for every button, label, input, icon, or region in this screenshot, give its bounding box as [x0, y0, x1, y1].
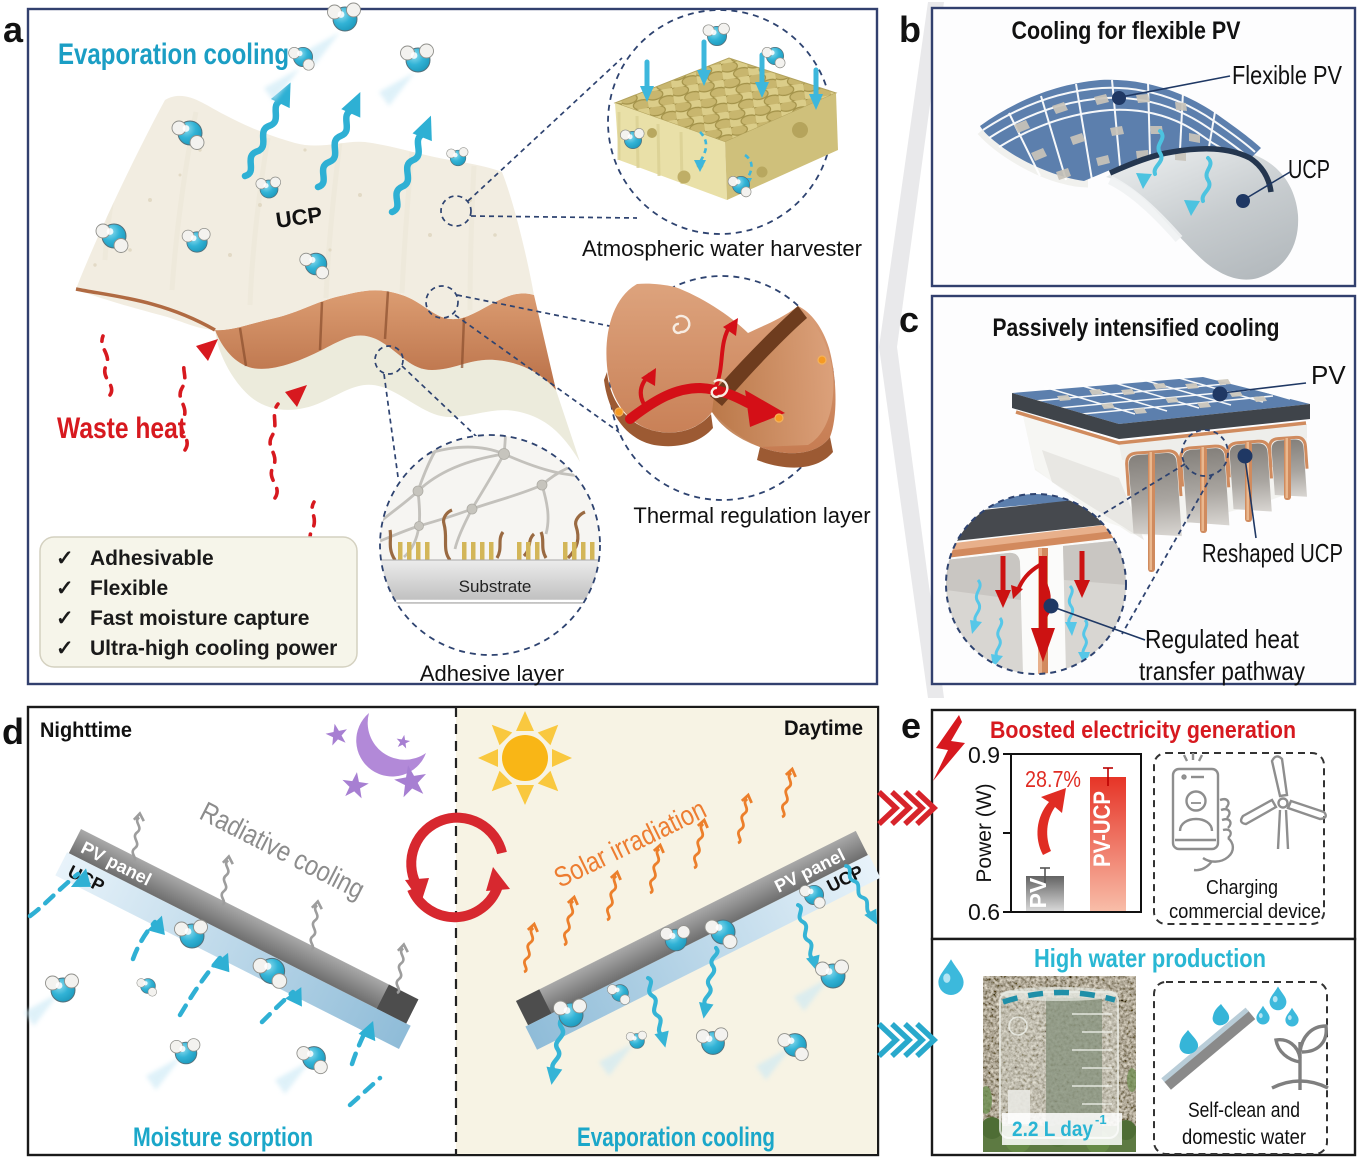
svg-text:domestic water: domestic water: [1182, 1126, 1306, 1149]
svg-text:PV: PV: [1311, 360, 1346, 390]
svg-text:Adhesivable: Adhesivable: [90, 547, 214, 570]
svg-text:Moisture sorption: Moisture sorption: [133, 1122, 313, 1152]
svg-text:PV-UCP: PV-UCP: [1089, 791, 1116, 867]
svg-text:Adhesive layer: Adhesive layer: [420, 661, 564, 686]
svg-text:Fast moisture capture: Fast moisture capture: [90, 607, 309, 630]
svg-text:High water production: High water production: [1034, 943, 1266, 973]
svg-text:Substrate: Substrate: [459, 577, 532, 596]
svg-text:Evaporation cooling: Evaporation cooling: [577, 1122, 775, 1152]
svg-text:Evaporation cooling: Evaporation cooling: [58, 38, 289, 71]
svg-text:Reshaped UCP: Reshaped UCP: [1202, 538, 1343, 568]
svg-text:28.7%: 28.7%: [1025, 766, 1081, 792]
svg-text:2.2 L day: 2.2 L day: [1012, 1118, 1093, 1141]
svg-text:Waste heat: Waste heat: [57, 412, 186, 445]
svg-text:UCP: UCP: [1288, 154, 1330, 184]
svg-text:✓: ✓: [56, 607, 74, 630]
svg-text:0.9: 0.9: [968, 742, 1000, 768]
svg-text:Cooling for flexible PV: Cooling for flexible PV: [1012, 17, 1241, 45]
svg-text:b: b: [899, 9, 921, 50]
svg-text:e: e: [901, 705, 921, 746]
svg-text:Self-clean and: Self-clean and: [1188, 1099, 1300, 1122]
svg-text:commercial device: commercial device: [1169, 901, 1321, 923]
svg-text:Charging: Charging: [1206, 877, 1278, 899]
svg-text:Ultra-high cooling power: Ultra-high cooling power: [90, 637, 337, 660]
svg-text:Passively intensified cooling: Passively intensified cooling: [993, 314, 1280, 342]
svg-text:c: c: [899, 299, 919, 340]
svg-text:transfer pathway: transfer pathway: [1139, 656, 1305, 686]
svg-text:Nighttime: Nighttime: [40, 719, 132, 742]
svg-text:✓: ✓: [56, 547, 74, 570]
svg-text:0.6: 0.6: [968, 899, 1000, 925]
svg-text:-1: -1: [1095, 1112, 1107, 1127]
svg-text:✓: ✓: [56, 577, 74, 600]
svg-text:Atmospheric water harvester: Atmospheric water harvester: [582, 236, 862, 261]
svg-text:Flexible PV: Flexible PV: [1232, 60, 1343, 90]
svg-text:Daytime: Daytime: [784, 717, 863, 740]
svg-text:Power (W): Power (W): [973, 783, 996, 882]
svg-text:Regulated heat: Regulated heat: [1145, 624, 1300, 654]
svg-text:Flexible: Flexible: [90, 577, 168, 600]
svg-text:d: d: [2, 711, 24, 752]
svg-text:a: a: [3, 9, 24, 50]
svg-text:PV: PV: [1025, 877, 1051, 908]
svg-text:Thermal regulation layer: Thermal regulation layer: [633, 503, 870, 528]
svg-text:✓: ✓: [56, 637, 74, 660]
svg-text:Boosted electricity generation: Boosted electricity generation: [990, 717, 1296, 744]
